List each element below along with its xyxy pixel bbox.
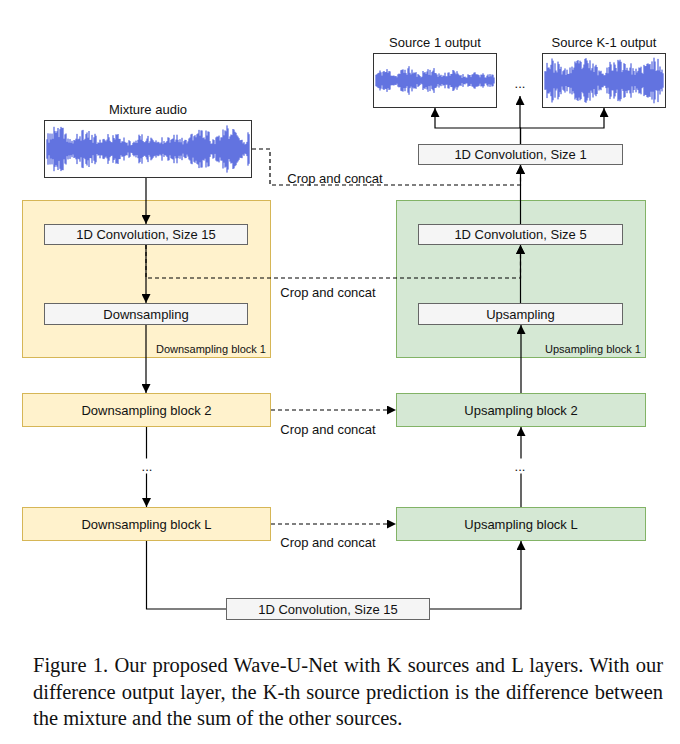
waveform-panel: Mixture audio <box>44 120 252 178</box>
node-label: Upsampling <box>486 307 555 322</box>
node-label: 1D Convolution, Size 15 <box>258 602 397 617</box>
connector-label: Crop and concat <box>278 285 377 300</box>
node-label: Upsampling block 1 <box>545 343 641 355</box>
ellipsis: ... <box>513 459 528 474</box>
layer-box: 1D Convolution, Size 15 <box>226 598 430 620</box>
node-label: Mixture audio <box>15 102 281 117</box>
node-label: Source K-1 output <box>513 35 680 50</box>
figure-caption: Figure 1. Our proposed Wave-U-Net with K… <box>33 652 663 732</box>
node-label: Downsampling <box>103 307 188 322</box>
node-label: 1D Convolution, Size 1 <box>454 147 586 162</box>
layer-box: 1D Convolution, Size 1 <box>418 144 623 165</box>
node-label: Downsampling block 2 <box>81 403 211 418</box>
node-label: Upsampling block L <box>464 517 577 532</box>
flow-arrow <box>521 108 605 144</box>
skip-connection <box>271 523 396 524</box>
upsampling-group: Upsampling block 1 1D Convolution, Size 5… <box>396 200 646 358</box>
connector-label: Crop and concat <box>285 171 384 186</box>
upsampling-block: Upsampling block 2 <box>396 393 646 427</box>
flow-arrow <box>435 108 521 144</box>
ellipsis: ... <box>140 459 155 474</box>
ellipsis: ... <box>513 76 528 91</box>
layer-box: 1D Convolution, Size 15 <box>44 224 248 245</box>
waveform-panel: Source K-1 output <box>542 53 666 108</box>
node-label: Downsampling block L <box>81 517 211 532</box>
connector-label: Crop and concat <box>278 422 377 437</box>
skip-connection <box>271 409 396 410</box>
node-label: Source 1 output <box>344 35 526 50</box>
downsampling-block: Downsampling block L <box>22 507 271 541</box>
output-arrow <box>519 96 520 128</box>
layer-box: Upsampling <box>418 303 623 325</box>
node-label: Upsampling block 2 <box>464 403 577 418</box>
upsampling-block: Upsampling block L <box>396 507 646 541</box>
layer-box: Downsampling <box>44 303 248 325</box>
downsampling-block: Downsampling block 2 <box>22 393 271 427</box>
flow-arrow <box>147 541 227 609</box>
node-label: 1D Convolution, Size 5 <box>454 227 586 242</box>
flow-arrow <box>430 541 521 609</box>
connector-label: Crop and concat <box>278 535 377 550</box>
downsampling-group: Downsampling block 1 1D Convolution, Size… <box>22 200 271 358</box>
waveform-panel: Source 1 output <box>373 53 497 108</box>
node-label: 1D Convolution, Size 15 <box>76 227 215 242</box>
layer-box: 1D Convolution, Size 5 <box>418 224 623 245</box>
node-label: Downsampling block 1 <box>156 343 266 355</box>
